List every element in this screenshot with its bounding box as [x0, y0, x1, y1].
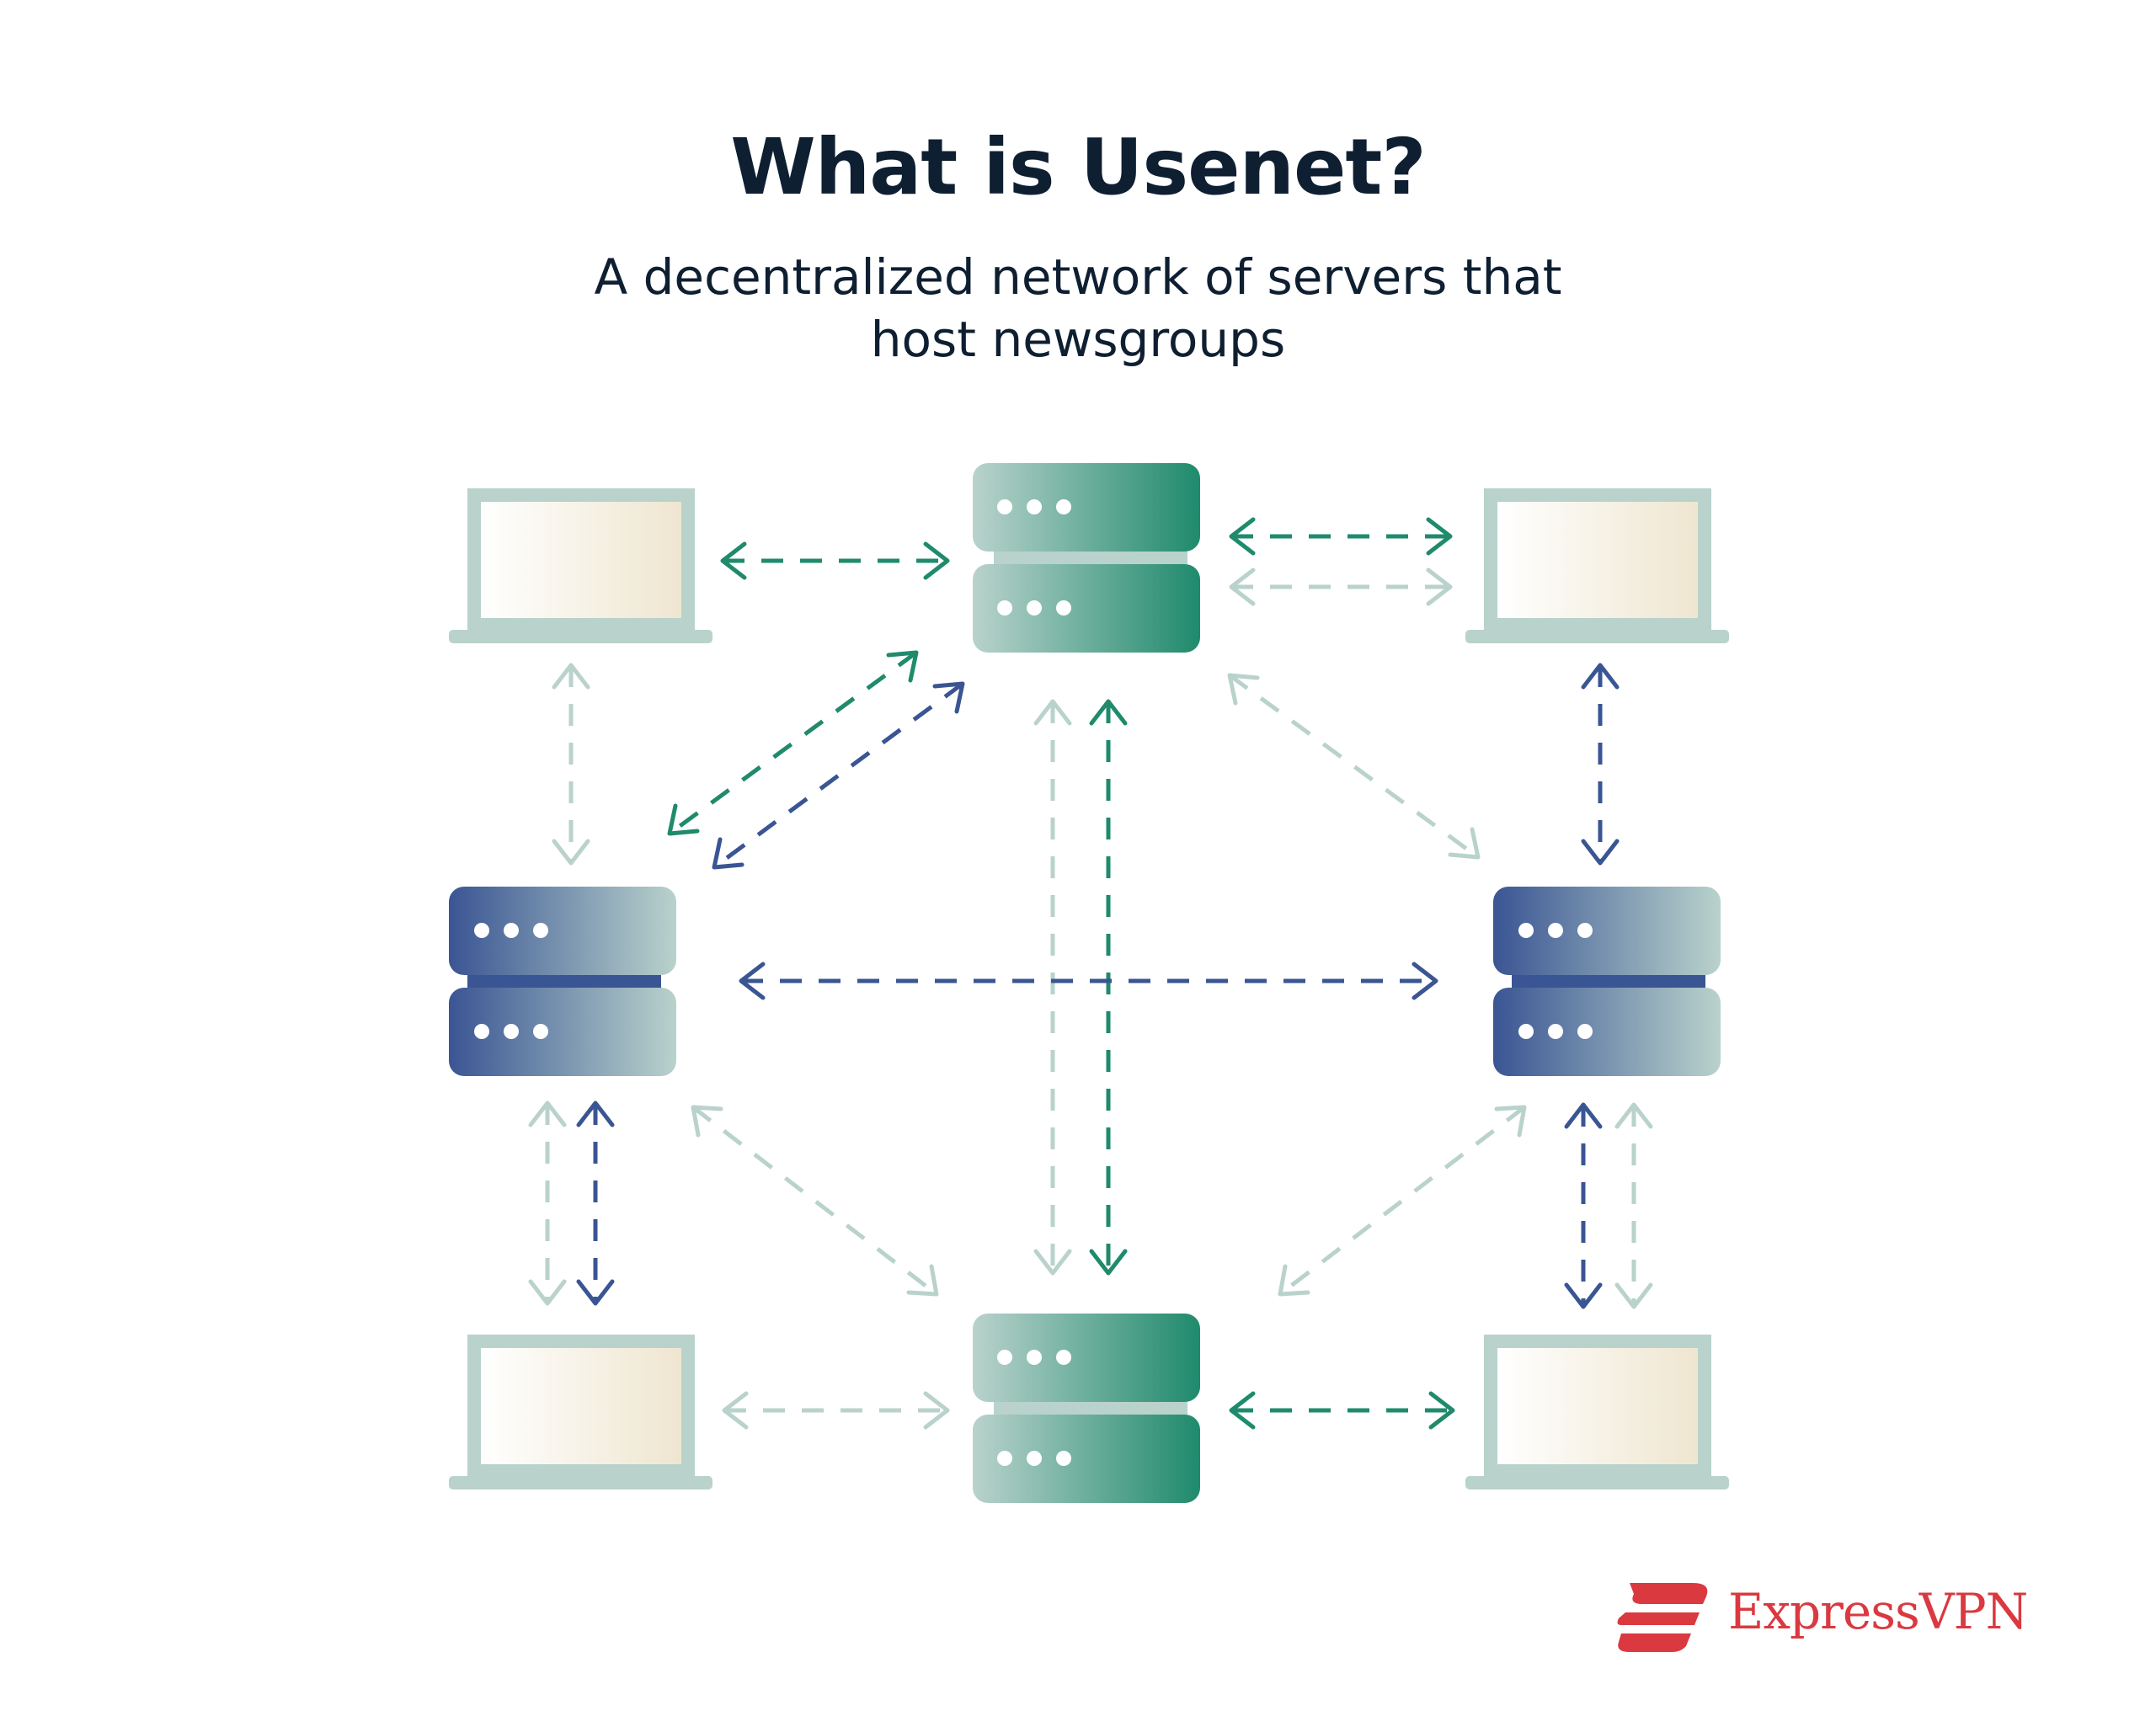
server-left-icon	[449, 887, 676, 1076]
laptop-bottom-right-icon	[1465, 1335, 1729, 1490]
arrow-server-top-laptop-top-right-green	[1229, 517, 1453, 556]
arrow-server-top-server-right	[1227, 673, 1481, 860]
arrow-server-bottom-laptop-bottom-right	[1229, 1391, 1455, 1430]
arrow-server-left-server-bottom	[691, 1105, 939, 1297]
laptop-top-right-icon	[1465, 488, 1729, 643]
arrow-server-top-server-left-blue	[712, 681, 965, 870]
arrow-server-right-server-bottom	[1278, 1105, 1527, 1297]
arrow-server-left-server-right	[739, 962, 1438, 1000]
expressvpn-logo-icon	[1617, 1583, 1708, 1652]
arrow-server-top-laptop-top-right-pale	[1229, 568, 1453, 606]
arrow-laptop-top-right-server-right	[1581, 663, 1620, 866]
arrow-server-top-server-left-green	[667, 650, 919, 836]
arrow-laptop-top-left-server-top	[720, 541, 950, 580]
arrow-laptop-top-left-server-left	[552, 663, 590, 866]
server-top-icon	[973, 463, 1200, 653]
connection-arrows	[528, 517, 1653, 1430]
page-title: What is Usenet?	[730, 122, 1427, 212]
arrow-server-right-laptop-bottom-right-pale	[1614, 1102, 1653, 1309]
arrow-server-top-server-bottom-pale	[1033, 699, 1072, 1276]
server-bottom-icon	[973, 1314, 1200, 1503]
arrow-laptop-bottom-left-server-bottom	[722, 1391, 950, 1430]
arrow-server-left-laptop-bottom-left-blue	[576, 1100, 615, 1306]
arrow-server-left-laptop-bottom-left-pale	[528, 1100, 567, 1306]
arrow-server-right-laptop-bottom-right-blue	[1564, 1102, 1603, 1309]
brand-name: ExpressVPN	[1728, 1583, 2028, 1640]
page-subtitle: A decentralized network of servers that …	[0, 246, 2156, 370]
subtitle-line-1: A decentralized network of servers that	[594, 248, 1562, 306]
arrow-server-top-server-bottom-green	[1089, 699, 1128, 1276]
server-right-icon	[1493, 887, 1721, 1076]
subtitle-line-2: host newsgroups	[870, 311, 1286, 368]
laptop-bottom-left-icon	[449, 1335, 712, 1490]
laptop-top-left-icon	[449, 488, 712, 643]
